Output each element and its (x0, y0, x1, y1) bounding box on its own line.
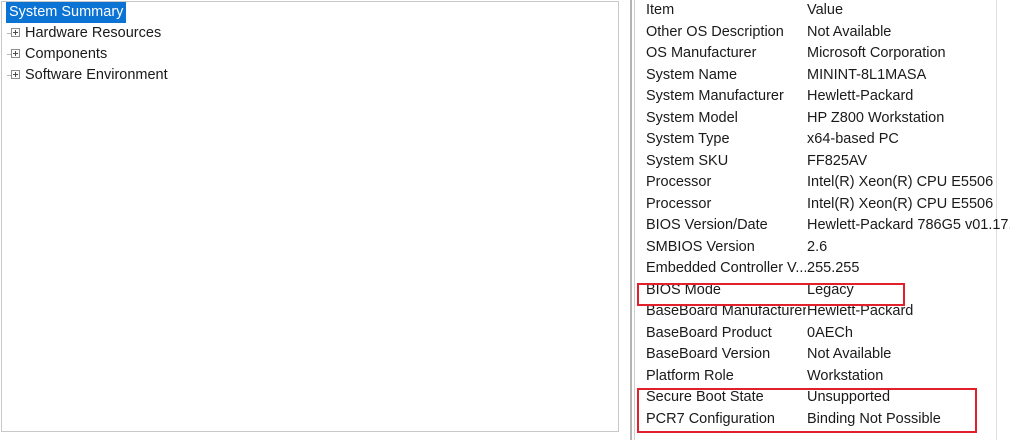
detail-item-label: PCR7 Configuration (646, 410, 775, 427)
detail-item-label: System Name (646, 66, 738, 83)
detail-row[interactable]: Embedded Controller V...255.255 (637, 258, 1010, 280)
tree-item-software-environment[interactable]: Software Environment (2, 65, 618, 86)
detail-item-value: Not Available (807, 346, 892, 362)
detail-item-label: Processor (646, 174, 712, 190)
detail-row[interactable]: BIOS Version/Date Hewlett-Packard 786G5 v… (637, 215, 1010, 237)
detail-item-label: OS Manufacturer (646, 45, 757, 61)
detail-item-value: MININT-8L1MASA (807, 66, 927, 83)
tree-item-system-summary[interactable]: System Summary (2, 2, 618, 23)
detail-item-label: Processor (646, 195, 712, 212)
plus-icon[interactable] (11, 69, 20, 79)
column-header-item: Item (646, 2, 675, 18)
divider-bar-secondary (634, 0, 635, 440)
detail-item-value: Legacy (807, 281, 854, 298)
detail-row[interactable]: PCR7 Configuration Binding Not Possible (637, 409, 1010, 431)
detail-item-value: Workstation (807, 367, 884, 384)
detail-item-label: BaseBoard Product (646, 324, 772, 341)
detail-item-label: Platform Role (646, 367, 734, 384)
detail-row[interactable]: OS Manufacturer Microsoft Corporation (637, 43, 1010, 65)
expand-plus-icon[interactable] (7, 65, 25, 86)
detail-panel-right-edge (996, 0, 997, 440)
detail-row[interactable]: System SKU FF825AV (637, 151, 1010, 173)
detail-item-value: 0AECh (807, 324, 853, 341)
detail-row[interactable]: Other OS Description Not Available (637, 22, 1010, 44)
detail-header-row[interactable]: Item Value (637, 0, 1010, 22)
detail-item-label: System Manufacturer (646, 88, 784, 104)
detail-item-label: SMBIOS Version (646, 238, 755, 255)
detail-item-value: x64-based PC (807, 131, 899, 147)
detail-item-value: Binding Not Possible (807, 410, 941, 427)
detail-item-label: BIOS Mode (646, 281, 721, 298)
column-header-value: Value (807, 2, 844, 18)
detail-item-label: Embedded Controller V... (646, 260, 806, 276)
detail-row[interactable]: System Name MININT-8L1MASA (637, 65, 1010, 87)
divider-bar (630, 0, 632, 440)
detail-item-value: Intel(R) Xeon(R) CPU E5506 (807, 174, 994, 190)
tree-item-label: System Summary (6, 2, 127, 23)
plus-icon[interactable] (11, 27, 20, 37)
detail-item-label: Other OS Description (646, 23, 784, 40)
detail-item-value: HP Z800 Workstation (807, 109, 945, 126)
detail-item-value: 2.6 (807, 238, 828, 255)
detail-row[interactable]: Processor Intel(R) Xeon(R) CPU E5506 (637, 194, 1010, 216)
detail-row[interactable]: SMBIOS Version 2.6 (637, 237, 1010, 259)
detail-item-label: BaseBoard Version (646, 346, 771, 362)
detail-row[interactable]: BaseBoard Product 0AECh (637, 323, 1010, 345)
tree-item-label: Components (25, 46, 108, 62)
detail-item-value: Hewlett-Packard 786G5 v01.17, 8/ (807, 217, 1010, 233)
tree-item-hardware-resources[interactable]: Hardware Resources (2, 23, 618, 44)
tree-item-components[interactable]: Components (2, 44, 618, 65)
detail-item-label: BIOS Version/Date (646, 217, 768, 233)
detail-row[interactable]: BaseBoard Version Not Available (637, 344, 1010, 366)
detail-row[interactable]: Processor Intel(R) Xeon(R) CPU E5506 (637, 172, 1010, 194)
plus-icon[interactable] (11, 48, 20, 58)
expand-plus-icon[interactable] (7, 44, 25, 65)
expand-plus-icon[interactable] (7, 23, 25, 44)
detail-item-value: FF825AV (807, 152, 868, 169)
detail-item-label: BaseBoard Manufacturer (646, 303, 806, 319)
detail-item-value: Not Available (807, 23, 892, 40)
detail-row[interactable]: Secure Boot State Unsupported (637, 387, 1010, 409)
detail-item-label: Secure Boot State (646, 389, 764, 405)
detail-row[interactable]: BIOS Mode Legacy (637, 280, 1010, 302)
detail-item-label: System Type (646, 131, 730, 147)
detail-item-value: 255.255 (807, 260, 860, 276)
detail-item-label: System SKU (646, 152, 729, 169)
detail-row[interactable]: System Model HP Z800 Workstation (637, 108, 1010, 130)
tree-item-label: Software Environment (25, 67, 168, 83)
detail-item-value: Microsoft Corporation (807, 45, 946, 61)
detail-item-value: Intel(R) Xeon(R) CPU E5506 (807, 195, 994, 212)
detail-item-value: Hewlett-Packard (807, 88, 914, 104)
detail-row[interactable]: System Type x64-based PC (637, 129, 1010, 151)
tree-item-label: Hardware Resources (25, 25, 162, 41)
detail-row[interactable]: System Manufacturer Hewlett-Packard (637, 86, 1010, 108)
detail-row[interactable]: Platform Role Workstation (637, 366, 1010, 388)
panel-divider[interactable] (628, 0, 636, 440)
detail-item-label: System Model (646, 109, 738, 126)
detail-item-value: Hewlett-Packard (807, 303, 914, 319)
detail-item-value: Unsupported (807, 389, 891, 405)
